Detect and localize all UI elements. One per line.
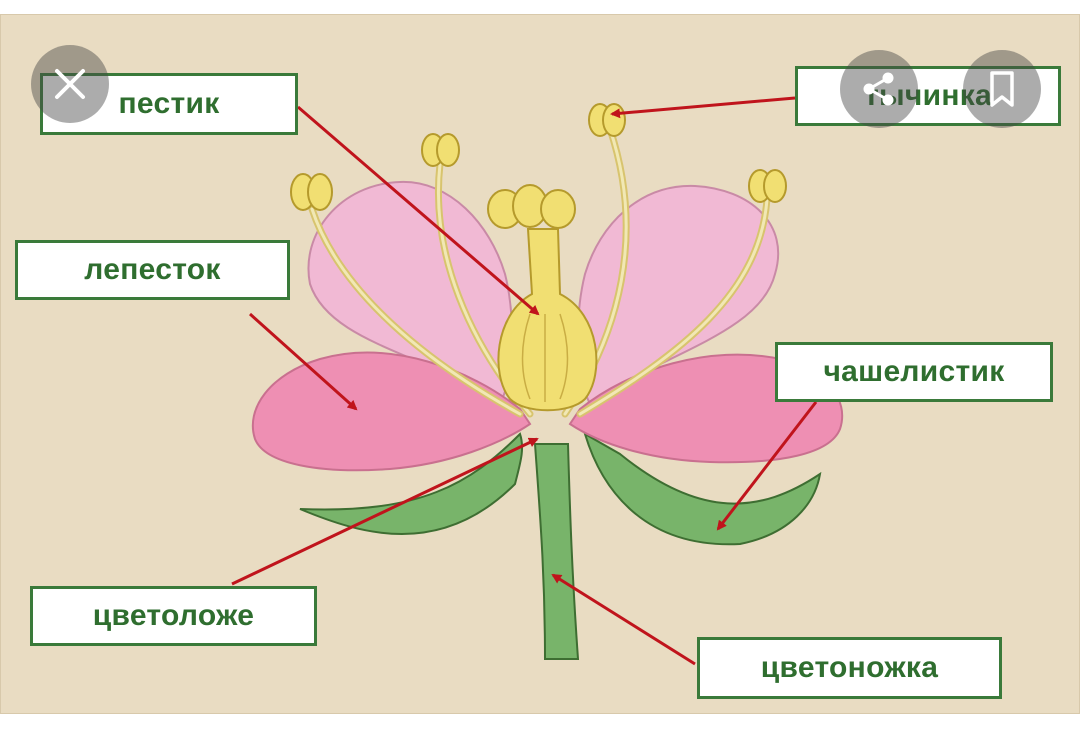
share-icon — [863, 72, 894, 106]
label-chashelistik-text: чашелистик — [823, 355, 1005, 388]
sepal-right — [583, 431, 822, 546]
top-bar — [0, 0, 1080, 14]
close-icon — [55, 69, 85, 99]
bookmark-icon — [990, 71, 1014, 107]
stigma — [487, 184, 576, 229]
label-tsvetonozhka: цветоножка — [697, 637, 1002, 699]
label-tsvetolozhe: цветоложе — [30, 586, 317, 646]
arrow-lepestok — [248, 312, 358, 411]
flower-diagram — [231, 96, 844, 666]
pistil — [497, 228, 598, 412]
petal-back-left — [307, 180, 513, 406]
petal-front-right — [568, 353, 844, 464]
arrow-pestik — [297, 105, 540, 316]
stem — [533, 443, 580, 660]
petal-front-left — [251, 351, 532, 472]
share-button[interactable] — [840, 50, 918, 128]
label-tsvetonozhka-text: цветоножка — [760, 651, 939, 684]
label-tsvetolozhe-text: цветоложе — [92, 599, 255, 632]
label-lepestok: лепесток — [15, 240, 290, 300]
anthers — [290, 103, 787, 211]
arrow-chashelistik — [716, 401, 818, 531]
label-pestik: пестик — [40, 73, 298, 135]
pointer-arrows — [231, 96, 818, 666]
bottom-bar — [0, 714, 1080, 729]
label-pestik-text: пестик — [118, 87, 220, 120]
label-chashelistik: чашелистик — [775, 342, 1053, 402]
label-lepestok-text: лепесток — [84, 253, 221, 286]
bookmark-button[interactable] — [963, 50, 1041, 128]
close-button[interactable] — [31, 45, 109, 123]
arrow-tsvetonozhka — [551, 573, 696, 666]
arrow-tychinka — [610, 96, 796, 119]
arrow-tsvetolozhe — [231, 437, 539, 586]
sepal-left — [299, 432, 524, 535]
